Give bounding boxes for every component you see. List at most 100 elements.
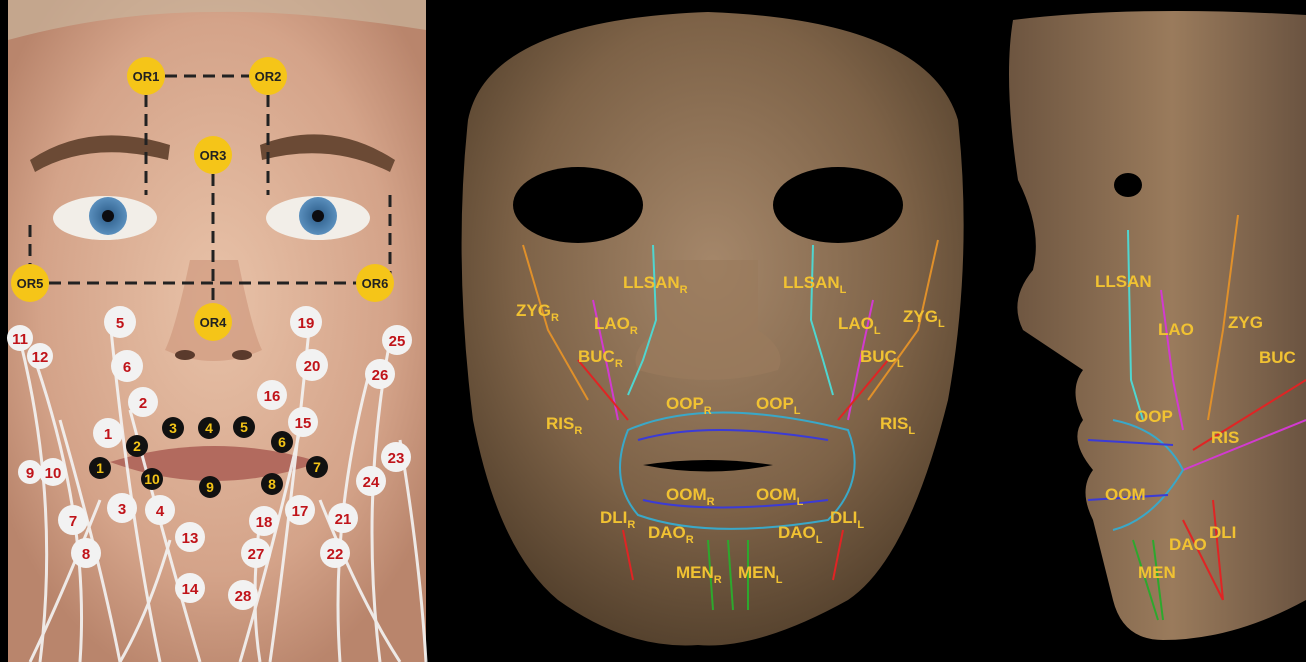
or-marker-or5: OR5 bbox=[11, 264, 49, 302]
side-label-zyg: ZYG bbox=[1228, 313, 1263, 332]
svg-text:12: 12 bbox=[32, 349, 49, 366]
marker-black-5: 5 bbox=[233, 416, 255, 438]
svg-text:8: 8 bbox=[268, 476, 276, 492]
svg-text:16: 16 bbox=[264, 388, 281, 405]
svg-text:23: 23 bbox=[388, 450, 405, 467]
svg-text:25: 25 bbox=[389, 333, 406, 350]
svg-text:2: 2 bbox=[133, 438, 141, 454]
svg-text:8: 8 bbox=[82, 546, 90, 563]
marker-black-1: 1 bbox=[89, 457, 111, 479]
electrode-12: 12 bbox=[27, 343, 53, 369]
or-marker-or4: OR4 bbox=[194, 303, 232, 341]
side-label-oom: OOM bbox=[1105, 485, 1146, 504]
electrode-5: 5 bbox=[104, 306, 136, 338]
electrode-4: 4 bbox=[145, 495, 175, 525]
svg-text:22: 22 bbox=[327, 546, 344, 563]
front-mask-panel: LLSANR LLSANL ZYGR ZYGL LAOR LAOL BUCR B… bbox=[428, 0, 983, 662]
electrode-19: 19 bbox=[290, 306, 322, 338]
side-label-buc: BUC bbox=[1259, 348, 1296, 367]
svg-text:OR4: OR4 bbox=[200, 315, 228, 330]
marker-black-3: 3 bbox=[162, 417, 184, 439]
svg-text:27: 27 bbox=[248, 546, 265, 563]
electrode-7: 7 bbox=[58, 505, 88, 535]
marker-black-2: 2 bbox=[126, 435, 148, 457]
svg-text:7: 7 bbox=[69, 513, 77, 530]
electrode-17: 17 bbox=[285, 495, 315, 525]
marker-black-4: 4 bbox=[198, 417, 220, 439]
electrode-13: 13 bbox=[175, 522, 205, 552]
or-marker-or1: OR1 bbox=[127, 57, 165, 95]
svg-text:2: 2 bbox=[139, 395, 147, 412]
svg-text:20: 20 bbox=[304, 358, 321, 375]
side-eye-hole bbox=[1114, 173, 1142, 197]
side-label-lao: LAO bbox=[1158, 320, 1194, 339]
side-label-dao: DAO bbox=[1169, 535, 1207, 554]
svg-text:11: 11 bbox=[12, 331, 28, 348]
svg-text:5: 5 bbox=[116, 315, 124, 332]
svg-text:19: 19 bbox=[298, 315, 315, 332]
svg-text:OR3: OR3 bbox=[200, 148, 227, 163]
electrode-23: 23 bbox=[381, 442, 411, 472]
front-mask-illustration: LLSANR LLSANL ZYGR ZYGL LAOR LAOL BUCR B… bbox=[428, 0, 983, 662]
electrode-6: 6 bbox=[111, 350, 143, 382]
electrode-3: 3 bbox=[107, 493, 137, 523]
marker-black-7: 7 bbox=[306, 456, 328, 478]
side-label-dli: DLI bbox=[1209, 523, 1236, 542]
electrode-20: 20 bbox=[296, 349, 328, 381]
electrode-2: 2 bbox=[128, 387, 158, 417]
side-label-oop: OOP bbox=[1135, 407, 1173, 426]
electrode-1: 1 bbox=[93, 418, 123, 448]
electrode-22: 22 bbox=[320, 538, 350, 568]
electrode-9: 9 bbox=[18, 460, 42, 484]
svg-text:4: 4 bbox=[156, 503, 165, 520]
svg-text:26: 26 bbox=[372, 367, 389, 384]
svg-text:21: 21 bbox=[335, 511, 352, 528]
svg-text:9: 9 bbox=[206, 479, 214, 495]
or-marker-or6: OR6 bbox=[356, 264, 394, 302]
electrode-18: 18 bbox=[249, 506, 279, 536]
svg-text:OR5: OR5 bbox=[17, 276, 44, 291]
svg-text:17: 17 bbox=[292, 503, 309, 520]
electrode-21: 21 bbox=[328, 503, 358, 533]
svg-text:13: 13 bbox=[182, 530, 199, 547]
svg-text:6: 6 bbox=[278, 434, 286, 450]
mask-left-eye-hole bbox=[773, 167, 903, 243]
electrode-10: 10 bbox=[39, 458, 67, 486]
electrode-27: 27 bbox=[241, 538, 271, 568]
marker-black-9: 9 bbox=[199, 476, 221, 498]
svg-text:14: 14 bbox=[182, 581, 199, 598]
electrode-15: 15 bbox=[288, 407, 318, 437]
svg-text:1: 1 bbox=[96, 460, 104, 476]
svg-text:10: 10 bbox=[45, 465, 62, 482]
svg-text:3: 3 bbox=[118, 501, 126, 518]
svg-text:24: 24 bbox=[363, 474, 380, 491]
mask-right-eye-hole bbox=[513, 167, 643, 243]
side-label-llsan: LLSAN bbox=[1095, 272, 1152, 291]
electrode-14: 14 bbox=[175, 573, 205, 603]
svg-text:18: 18 bbox=[256, 514, 273, 531]
face-photo-illustration: OR1 OR2 OR3 OR4 OR5 OR6 5 6 2 1 3 4 7 8 … bbox=[0, 0, 428, 662]
svg-text:OR2: OR2 bbox=[255, 69, 282, 84]
or-marker-or2: OR2 bbox=[249, 57, 287, 95]
electrode-16: 16 bbox=[257, 380, 287, 410]
svg-text:3: 3 bbox=[169, 420, 177, 436]
svg-text:1: 1 bbox=[104, 426, 112, 443]
electrode-24: 24 bbox=[356, 466, 386, 496]
face-photo-panel: OR1 OR2 OR3 OR4 OR5 OR6 5 6 2 1 3 4 7 8 … bbox=[0, 0, 428, 662]
side-label-men: MEN bbox=[1138, 563, 1176, 582]
svg-text:10: 10 bbox=[144, 471, 160, 487]
svg-text:9: 9 bbox=[26, 465, 34, 482]
electrode-28: 28 bbox=[228, 580, 258, 610]
marker-black-6: 6 bbox=[271, 431, 293, 453]
electrode-26: 26 bbox=[365, 359, 395, 389]
svg-text:6: 6 bbox=[123, 359, 131, 376]
svg-text:OR1: OR1 bbox=[133, 69, 160, 84]
svg-text:5: 5 bbox=[240, 419, 248, 435]
svg-text:7: 7 bbox=[313, 459, 321, 475]
or-marker-or3: OR3 bbox=[194, 136, 232, 174]
side-mask-panel: LLSAN LAO ZYG BUC OOP RIS OOM DAO DLI ME… bbox=[983, 0, 1306, 662]
side-mask-illustration: LLSAN LAO ZYG BUC OOP RIS OOM DAO DLI ME… bbox=[983, 0, 1306, 662]
svg-text:15: 15 bbox=[295, 415, 312, 432]
side-label-ris: RIS bbox=[1211, 428, 1239, 447]
electrode-8: 8 bbox=[71, 538, 101, 568]
